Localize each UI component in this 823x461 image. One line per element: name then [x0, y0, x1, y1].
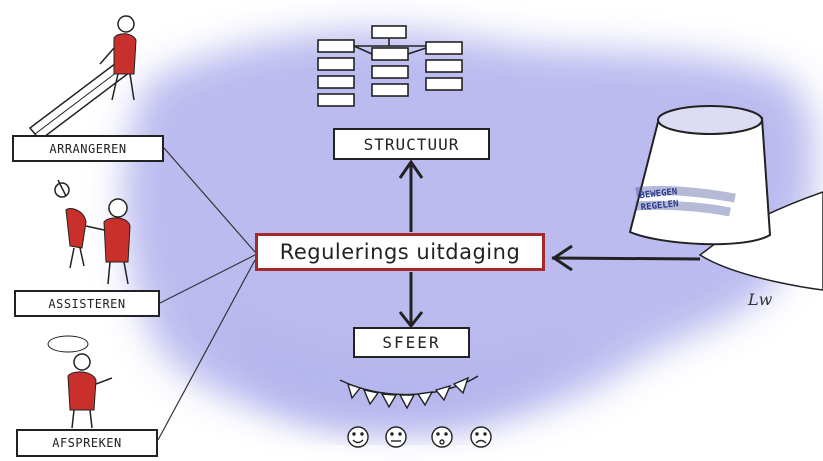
assisting-figures-icon — [54, 179, 131, 285]
bunting-flags-icon — [339, 375, 479, 410]
artist-signature: Lw — [748, 290, 773, 309]
happy-face-icon — [347, 426, 369, 448]
surprised-face-icon — [431, 426, 453, 448]
arrow-up-to-structuur — [398, 159, 424, 232]
label-assisteren: ASSISTEREN — [14, 290, 160, 317]
agreeing-figure-icon — [47, 335, 113, 429]
structuur-box: STRUCTUUR — [333, 128, 490, 160]
watercolor-background — [123, 30, 815, 432]
bucket-icon — [628, 105, 823, 291]
flowchart-icon — [317, 25, 463, 107]
arranging-figure-icon — [28, 15, 137, 142]
sfeer-box: SFEER — [353, 327, 470, 358]
arrow-down-to-sfeer — [398, 272, 424, 329]
sad-face-icon — [470, 426, 492, 448]
arrow-from-bucket — [551, 244, 701, 272]
center-regulerings-box: Regulerings uitdaging — [255, 233, 545, 271]
neutral-face-icon — [385, 426, 407, 448]
connector-lines — [157, 147, 256, 441]
label-arrangeren: ARRANGEREN — [12, 135, 164, 162]
label-afspreken: AFSPREKEN — [16, 429, 158, 457]
